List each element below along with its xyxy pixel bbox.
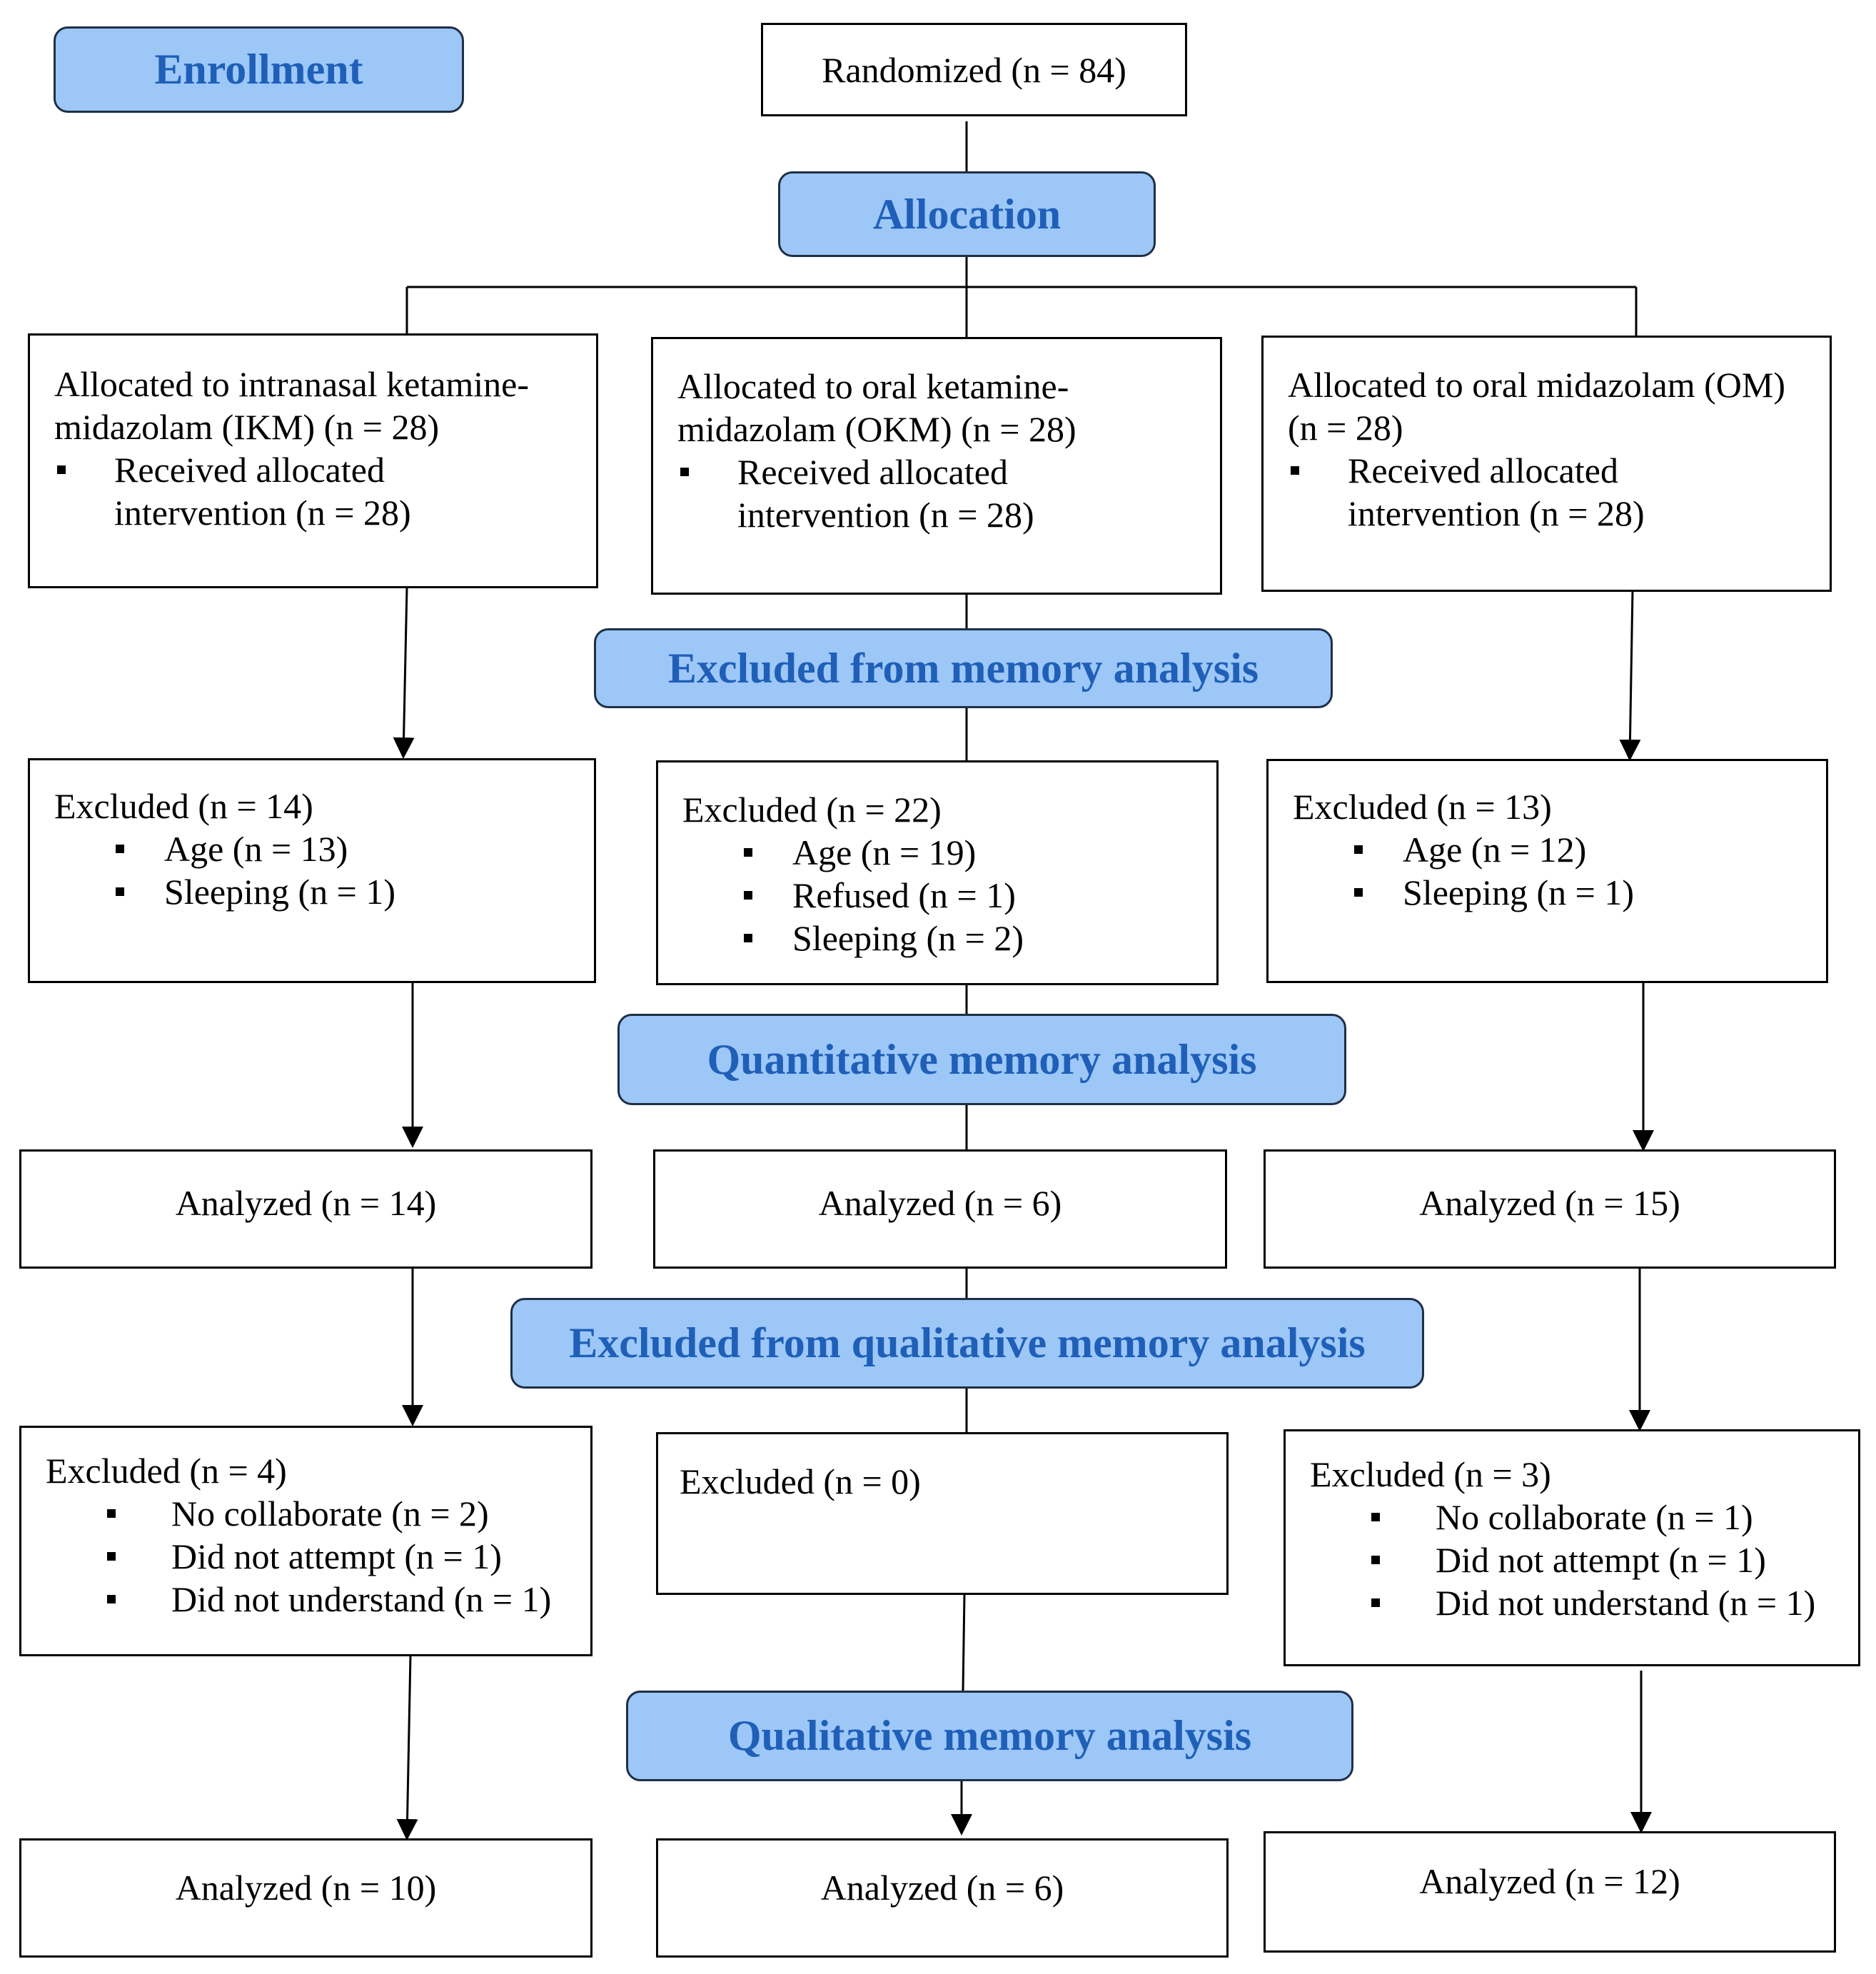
excluded-qualitative-ikm-item-3: Did not understand (n = 1) bbox=[46, 1578, 590, 1621]
allocated-okm-list: Received allocated intervention (n = 28) bbox=[677, 450, 1220, 536]
excluded-memory-om-title: Excluded (n = 13) bbox=[1293, 787, 1552, 827]
excluded-memory-okm-item-1: Age (n = 19) bbox=[682, 831, 1216, 874]
excluded-qualitative-ikm-item-2: Did not attempt (n = 1) bbox=[46, 1535, 590, 1578]
quantitative-analyzed-okm-text: Analyzed (n = 6) bbox=[818, 1182, 1062, 1223]
excluded-memory-okm-item-3: Sleeping (n = 2) bbox=[682, 917, 1216, 960]
randomized-text: Randomized (n = 84) bbox=[822, 49, 1126, 90]
arrow-ikm-4 bbox=[396, 1654, 418, 1840]
excluded-memory-ikm-title: Excluded (n = 14) bbox=[54, 786, 313, 826]
excluded-qualitative-om-item-1: No collaborate (n = 1) bbox=[1310, 1496, 1858, 1539]
excluded-qualitative-om-item-2: Did not attempt (n = 1) bbox=[1310, 1539, 1858, 1581]
excluded-memory-ikm-list: Age (n = 13) Sleeping (n = 1) bbox=[54, 827, 594, 913]
allocated-om-item-line-1: Received allocated bbox=[1348, 450, 1618, 490]
stage-allocation: Allocation bbox=[778, 171, 1156, 257]
quantitative-analyzed-ikm-text: Analyzed (n = 14) bbox=[175, 1182, 437, 1223]
allocated-ikm-box: Allocated to intranasal ketamine- midazo… bbox=[28, 333, 598, 588]
qualitative-analyzed-okm-text: Analyzed (n = 6) bbox=[820, 1867, 1064, 1908]
allocated-okm-item-line-2: intervention (n = 28) bbox=[737, 495, 1034, 535]
allocated-om-item-line-2: intervention (n = 28) bbox=[1348, 493, 1645, 533]
excluded-qualitative-ikm-title: Excluded (n = 4) bbox=[46, 1451, 287, 1491]
allocated-om-item: Received allocated intervention (n = 28) bbox=[1288, 449, 1830, 535]
arrow-ikm-1 bbox=[393, 586, 415, 759]
allocated-ikm-line-1: Allocated to intranasal ketamine- bbox=[54, 364, 530, 404]
qualitative-analyzed-ikm-text: Analyzed (n = 10) bbox=[175, 1867, 437, 1908]
allocated-ikm-list: Received allocated intervention (n = 28) bbox=[54, 448, 596, 534]
excluded-qualitative-om-item-3: Did not understand (n = 1) bbox=[1310, 1581, 1858, 1624]
qualitative-analyzed-okm-box: Analyzed (n = 6) bbox=[656, 1838, 1229, 1958]
allocated-ikm-item: Received allocated intervention (n = 28) bbox=[54, 448, 596, 534]
connector-okm-7 bbox=[962, 1593, 966, 1691]
excluded-qualitative-ikm-box: Excluded (n = 4) No collaborate (n = 2) … bbox=[19, 1426, 592, 1656]
allocated-ikm-item-line-2: intervention (n = 28) bbox=[114, 493, 411, 533]
excluded-memory-ikm-item-1: Age (n = 13) bbox=[54, 827, 594, 870]
qualitative-analyzed-om-text: Analyzed (n = 12) bbox=[1419, 1861, 1680, 1901]
excluded-memory-okm-box: Excluded (n = 22) Age (n = 19) Refused (… bbox=[656, 760, 1219, 985]
stage-quantitative: Quantitative memory analysis bbox=[617, 1014, 1346, 1105]
allocated-okm-box: Allocated to oral ketamine- midazolam (O… bbox=[651, 337, 1222, 595]
stage-excluded-qualitative: Excluded from qualitative memory analysi… bbox=[510, 1298, 1424, 1389]
excluded-memory-ikm-box: Excluded (n = 14) Age (n = 13) Sleeping … bbox=[28, 758, 596, 983]
qualitative-analyzed-ikm-box: Analyzed (n = 10) bbox=[19, 1838, 592, 1958]
allocated-om-box: Allocated to oral midazolam (OM) (n = 28… bbox=[1261, 336, 1832, 592]
allocated-ikm-item-line-1: Received allocated bbox=[114, 450, 385, 490]
excluded-memory-okm-list: Age (n = 19) Refused (n = 1) Sleeping (n… bbox=[682, 831, 1216, 960]
excluded-memory-okm-title: Excluded (n = 22) bbox=[682, 790, 942, 830]
excluded-memory-okm-item-2: Refused (n = 1) bbox=[682, 874, 1216, 917]
allocated-okm-item-line-1: Received allocated bbox=[737, 452, 1008, 492]
stage-qualitative: Qualitative memory analysis bbox=[626, 1691, 1353, 1781]
quantitative-analyzed-okm-box: Analyzed (n = 6) bbox=[653, 1149, 1227, 1269]
allocated-om-list: Received allocated intervention (n = 28) bbox=[1288, 449, 1830, 535]
excluded-memory-om-item-2: Sleeping (n = 1) bbox=[1293, 871, 1826, 914]
excluded-memory-ikm-item-2: Sleeping (n = 1) bbox=[54, 870, 594, 913]
excluded-qualitative-ikm-list: No collaborate (n = 2) Did not attempt (… bbox=[46, 1492, 590, 1621]
excluded-memory-om-list: Age (n = 12) Sleeping (n = 1) bbox=[1293, 828, 1826, 914]
qualitative-analyzed-om-box: Analyzed (n = 12) bbox=[1264, 1831, 1836, 1953]
allocated-okm-line-1: Allocated to oral ketamine- bbox=[677, 366, 1069, 406]
stage-enrollment: Enrollment bbox=[54, 26, 464, 113]
excluded-qualitative-okm-box: Excluded (n = 0) bbox=[656, 1432, 1229, 1595]
quantitative-analyzed-om-box: Analyzed (n = 15) bbox=[1264, 1149, 1836, 1269]
allocated-om-line-2: (n = 28) bbox=[1288, 408, 1403, 448]
excluded-memory-om-item-1: Age (n = 12) bbox=[1293, 828, 1826, 871]
excluded-qualitative-ikm-item-1: No collaborate (n = 2) bbox=[46, 1492, 590, 1535]
quantitative-analyzed-ikm-box: Analyzed (n = 14) bbox=[19, 1149, 592, 1269]
excluded-qualitative-om-list: No collaborate (n = 1) Did not attempt (… bbox=[1310, 1496, 1858, 1624]
allocated-om-line-1: Allocated to oral midazolam (OM) bbox=[1288, 365, 1785, 405]
stage-excluded-memory: Excluded from memory analysis bbox=[594, 628, 1333, 708]
allocated-okm-item: Received allocated intervention (n = 28) bbox=[677, 450, 1220, 536]
excluded-qualitative-om-title: Excluded (n = 3) bbox=[1310, 1454, 1551, 1494]
quantitative-analyzed-om-text: Analyzed (n = 15) bbox=[1419, 1182, 1680, 1223]
allocated-okm-line-2: midazolam (OKM) (n = 28) bbox=[677, 409, 1076, 449]
excluded-qualitative-om-box: Excluded (n = 3) No collaborate (n = 1) … bbox=[1284, 1429, 1860, 1666]
excluded-qualitative-okm-title: Excluded (n = 0) bbox=[680, 1461, 921, 1501]
randomized-box: Randomized (n = 84) bbox=[761, 23, 1187, 116]
allocated-ikm-line-2: midazolam (IKM) (n = 28) bbox=[54, 407, 440, 447]
excluded-memory-om-box: Excluded (n = 13) Age (n = 12) Sleeping … bbox=[1266, 759, 1828, 983]
arrow-om-1 bbox=[1619, 590, 1641, 761]
